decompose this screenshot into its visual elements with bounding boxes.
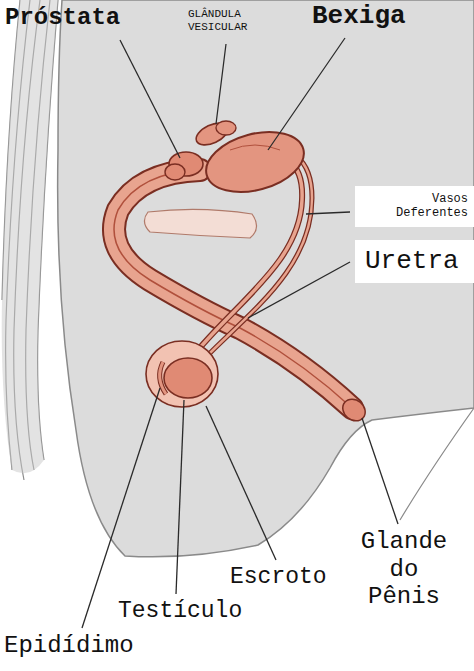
organ-label: Escroto bbox=[230, 564, 327, 590]
organ-label: Glande do Pênis bbox=[352, 528, 456, 611]
organ-label: Epidídimo bbox=[4, 632, 134, 660]
prostate bbox=[165, 164, 185, 180]
organ-label-wrap: Bexiga bbox=[312, 2, 406, 32]
organ-label-wrap: Testículo bbox=[118, 598, 242, 624]
organ-label-wrap: Epidídimo bbox=[4, 632, 134, 660]
label-box: Uretra bbox=[355, 240, 474, 283]
epididymis bbox=[160, 362, 166, 394]
urethra-outline bbox=[114, 170, 352, 408]
organ-label-wrap: Glande do Pênis bbox=[352, 528, 456, 611]
tail-fill bbox=[2, 0, 58, 473]
urethra-fill bbox=[114, 170, 352, 408]
organ-label: Bexiga bbox=[312, 2, 406, 32]
urethra-line bbox=[114, 170, 352, 408]
tail-hair bbox=[2, 0, 58, 480]
belly-line bbox=[400, 408, 474, 520]
organ-label: Próstata bbox=[5, 4, 120, 32]
glans bbox=[338, 395, 369, 426]
pelvic-bone bbox=[144, 209, 256, 238]
organ-label-wrap: Próstata bbox=[5, 4, 120, 32]
leader-lines bbox=[82, 38, 398, 628]
testis bbox=[164, 358, 212, 398]
organ-label-wrap: Escroto bbox=[230, 564, 327, 590]
vesicular-gland bbox=[216, 121, 236, 135]
epididymis bbox=[160, 362, 166, 394]
label-box: Vasos Deferentes bbox=[355, 186, 474, 227]
organ-label: Uretra bbox=[365, 246, 468, 277]
organ-label: GLÂNDULA VESICULAR bbox=[188, 8, 260, 33]
organ-label: Testículo bbox=[118, 598, 242, 624]
organ-label: Vasos Deferentes bbox=[365, 192, 468, 221]
bladder-shade bbox=[230, 145, 280, 150]
organ-label-wrap: GLÂNDULA VESICULAR bbox=[188, 8, 260, 33]
